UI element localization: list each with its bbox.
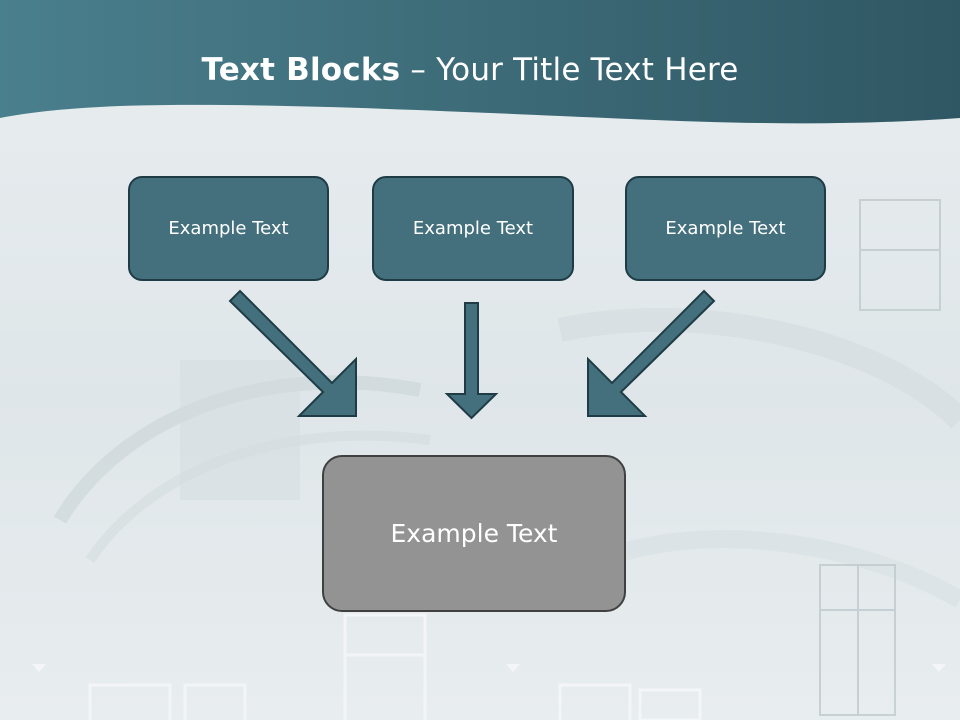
title-separator: – xyxy=(400,52,437,88)
text-block-bottom-label: Example Text xyxy=(390,519,558,548)
text-block-bottom: Example Text xyxy=(322,455,626,612)
text-block-top-center: Example Text xyxy=(372,176,574,281)
arrow-center-down xyxy=(444,302,499,420)
title-bold: Text Blocks xyxy=(201,52,401,88)
slide-title: Text Blocks – Your Title Text Here xyxy=(0,52,940,88)
text-block-top-right-label: Example Text xyxy=(665,218,786,239)
text-block-top-center-label: Example Text xyxy=(412,218,534,239)
text-block-top-right: Example Text xyxy=(625,176,826,281)
arrow-left-diagonal xyxy=(228,289,357,417)
arrow-right-diagonal xyxy=(587,289,716,417)
title-rest: Your Title Text Here xyxy=(436,52,739,88)
text-block-top-left: Example Text xyxy=(128,176,329,281)
text-block-top-left-label: Example Text xyxy=(168,218,289,239)
